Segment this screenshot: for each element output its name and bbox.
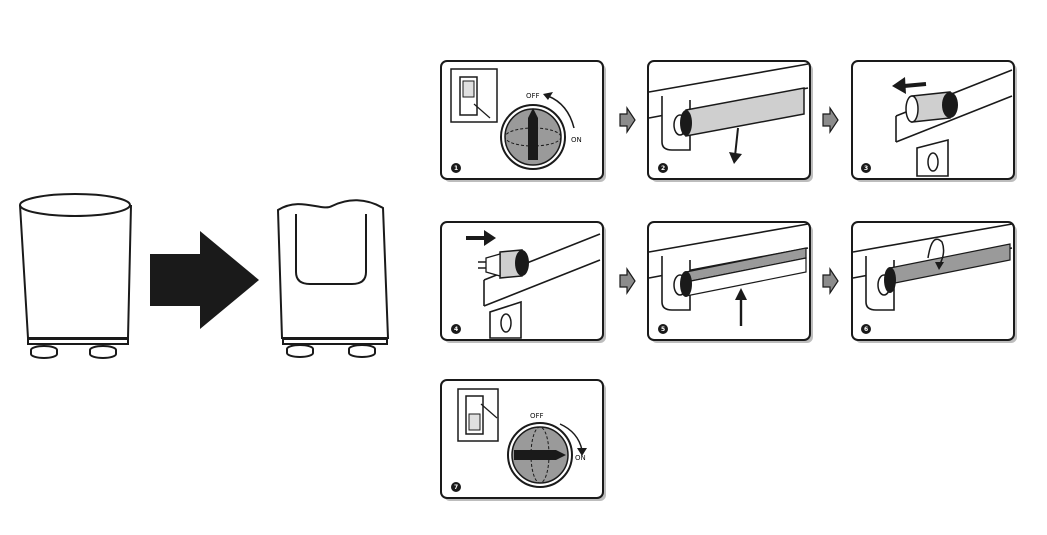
- step-number-2: 2: [661, 165, 665, 172]
- step-number-1: 1: [454, 165, 458, 172]
- rotary-switch-icon: [500, 92, 575, 170]
- starter-new-icon: [19, 193, 132, 359]
- flow-arrow-icon: [822, 267, 839, 295]
- step-panel-7: OFF ON 7: [440, 379, 606, 501]
- switch-on-label: ON: [571, 136, 582, 144]
- step-number-6: 6: [864, 326, 868, 333]
- flow-arrow-icon: [822, 106, 839, 134]
- step-panel-4: 4: [440, 221, 606, 343]
- step-number-3: 3: [864, 165, 868, 172]
- flow-arrow-icon: [619, 106, 636, 134]
- rotary-switch-icon: [507, 422, 587, 488]
- switch-on-label: ON: [575, 454, 586, 462]
- starter-old-icon: [276, 199, 390, 358]
- step-panel-5: 5: [647, 221, 813, 343]
- switch-off-label: OFF: [526, 92, 540, 100]
- step-number-4: 4: [454, 326, 458, 333]
- step-number-5: 5: [661, 326, 665, 333]
- step-panel-3: 3: [851, 60, 1017, 182]
- switch-off-label: OFF: [530, 412, 544, 420]
- step-panel-2: 2: [647, 60, 813, 182]
- flow-arrow-icon: [619, 267, 636, 295]
- step-panel-1: OFF ON 1: [440, 60, 606, 182]
- replace-arrow-icon: [150, 231, 259, 329]
- wall-switch-icon: [450, 68, 498, 123]
- step-number-7: 7: [454, 484, 458, 491]
- step-panel-6: 6: [851, 221, 1017, 343]
- wall-switch-icon: [457, 388, 499, 442]
